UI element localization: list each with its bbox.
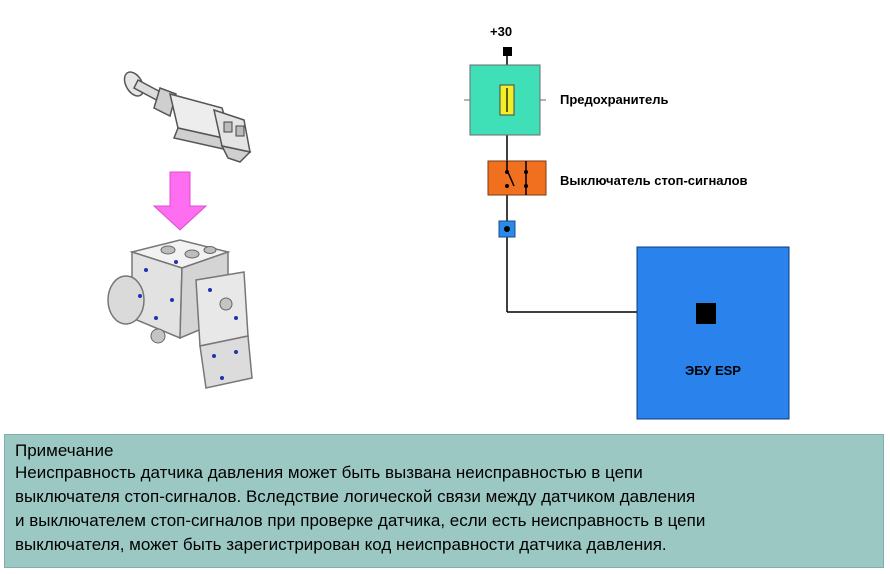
note-line: выключателя, может быть зарегистрирован … [15, 535, 667, 554]
note-panel: Примечание Неисправность датчика давлени… [4, 434, 884, 568]
esp-ecu-box [636, 246, 790, 420]
fuse-label: Предохранитель [560, 92, 668, 107]
supply-label: +30 [490, 24, 512, 39]
note-line: выключателя стоп-сигналов. Вследствие ло… [15, 487, 696, 506]
fuse-box [469, 64, 541, 136]
supply-terminal [503, 47, 512, 56]
ecu-terminal [696, 303, 716, 324]
brake-light-switch-illustration [123, 71, 252, 163]
note-title: Примечание [15, 441, 114, 460]
brake-switch-label: Выключатель стоп-сигналов [560, 173, 748, 188]
note-line: Неисправность датчика давления может быт… [15, 463, 643, 482]
brake-switch-box [487, 160, 547, 196]
ecu-label: ЭБУ ESP [685, 363, 741, 378]
arrow-down-icon [152, 171, 208, 231]
abs-hydraulic-unit-illustration [107, 239, 253, 389]
note-line: и выключателем стоп-сигналов при проверк… [15, 511, 706, 530]
